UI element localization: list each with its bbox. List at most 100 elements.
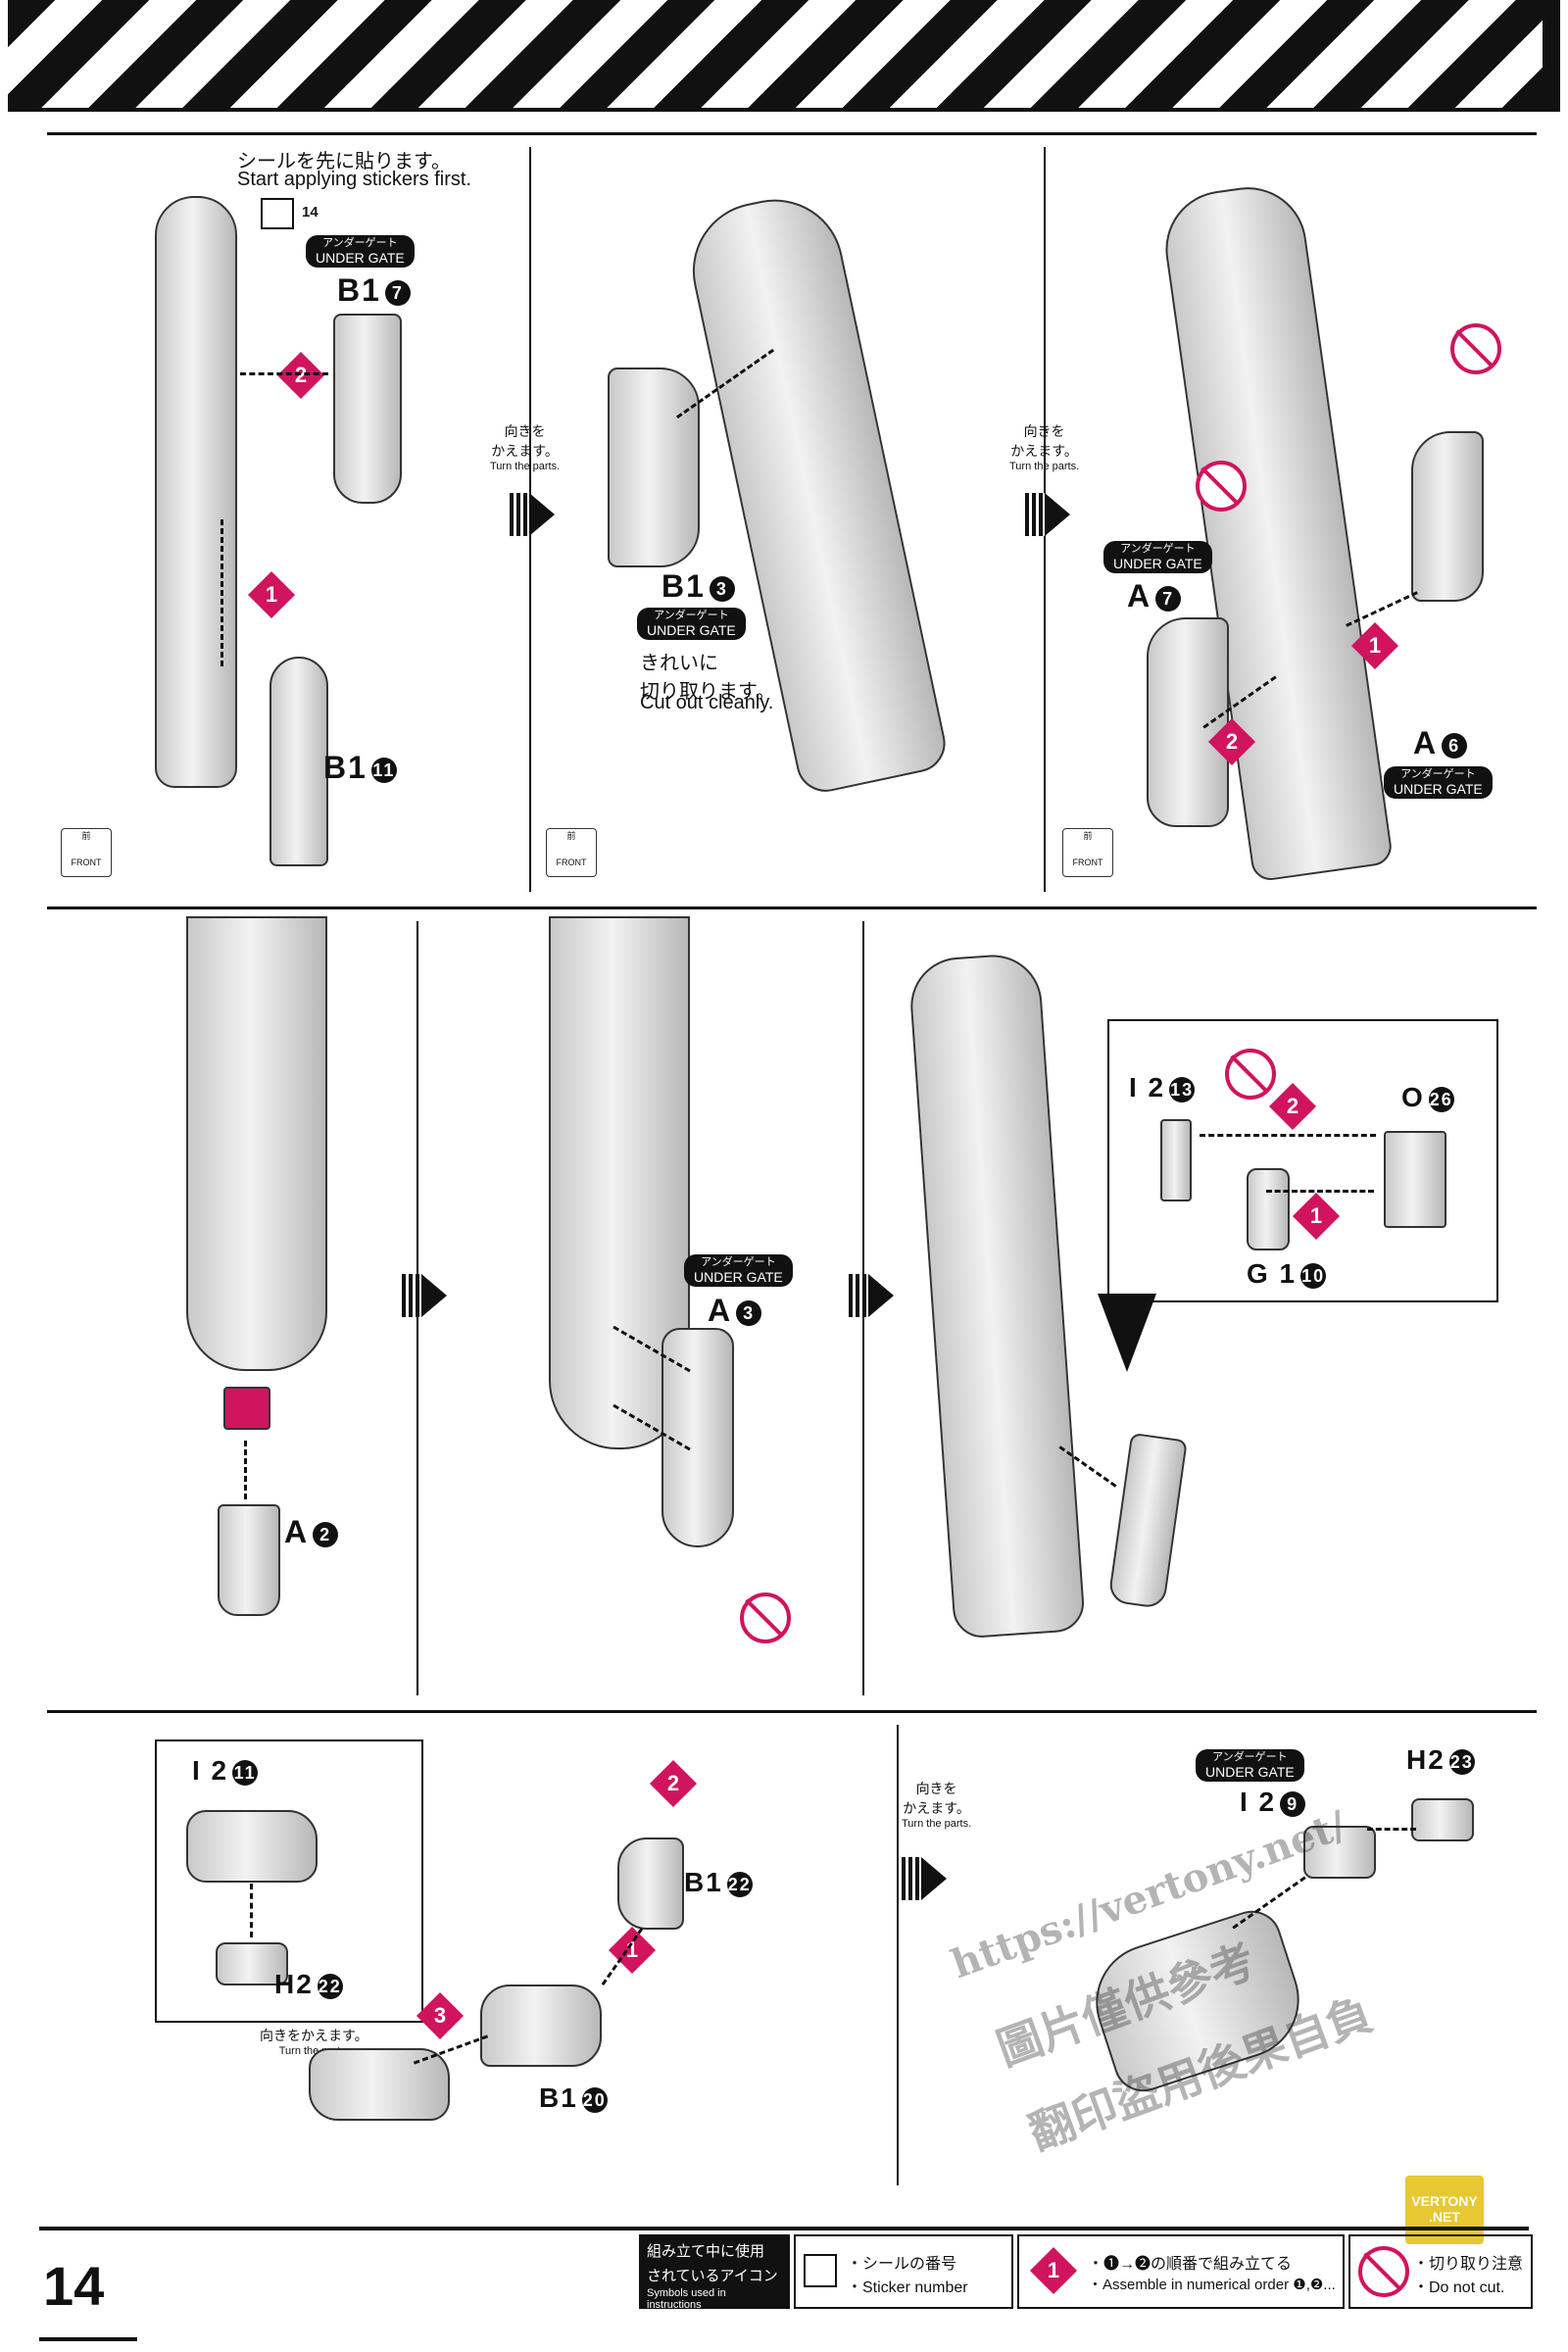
assembly-arrow (244, 1441, 250, 1499)
do-not-cut-icon (1196, 461, 1247, 512)
instruction-jp: シールを先に貼ります。 (237, 151, 451, 172)
turn-parts-note: 向きを かえます。 Turn the parts. (490, 423, 561, 472)
do-not-cut-icon (1358, 2246, 1409, 2297)
legend-sticker-en: ・Sticker number (847, 2279, 968, 2296)
shin-armor-part (1107, 1432, 1188, 1610)
heel-part (1411, 1798, 1474, 1841)
panel-step-1: シールを先に貼ります。 Start applying stickers firs… (49, 137, 529, 892)
heel-block-part (1303, 1826, 1376, 1879)
step-marker-2: 2 (1207, 717, 1256, 766)
step-marker-3: 3 (416, 1991, 465, 2040)
page-number-underline (39, 2337, 137, 2341)
do-not-cut-icon (1450, 323, 1501, 374)
legend-title-box: 組み立て中に使用 されているアイコン Symbols used in instr… (639, 2234, 790, 2311)
next-step-arrow (849, 1274, 868, 1317)
step-marker-1: 1 (1292, 1192, 1341, 1241)
assembly-arrow (1200, 1134, 1376, 1137)
foot-toe-part (617, 1838, 684, 1930)
calf-cover-part (662, 1328, 734, 1547)
legend-order-jp: ・❶→❷の順番で組み立てる (1088, 2256, 1293, 2273)
row-divider-3 (47, 1710, 1537, 1713)
next-step-arrow-head (421, 1274, 447, 1317)
instruction-en: Start applying stickers first. (237, 169, 471, 190)
hazard-stripe-header (8, 0, 1560, 112)
next-step-arrow (1025, 493, 1045, 536)
small-part-o (1384, 1131, 1446, 1228)
assembly-arrow (1367, 1828, 1416, 1831)
legend-nocut-en: ・Do not cut. (1413, 2279, 1505, 2296)
watermark-badge: VERTONY .NET (1405, 2176, 1484, 2244)
leg-frame-part (906, 952, 1087, 1640)
callout-pointer (1098, 1294, 1156, 1372)
legend-nocut-jp: ・切り取り注意 (1413, 2256, 1524, 2273)
col-divider-r3 (897, 1725, 899, 2185)
ankle-part (218, 1504, 280, 1616)
do-not-cut-icon (740, 1592, 791, 1643)
foot-base-part (309, 2048, 450, 2121)
step-marker-2: 2 (1268, 1082, 1317, 1131)
turn-parts-note: 向きを かえます。 Turn the parts. (1009, 423, 1080, 472)
legend-order-en: ・Assemble in numerical order ❶,❷... (1088, 2277, 1336, 2293)
assembly-arrow (1266, 1190, 1374, 1193)
thigh-cover-part (608, 368, 700, 567)
next-step-arrow-head (1045, 493, 1070, 536)
next-step-arrow-head (529, 493, 555, 536)
turn-parts-note: 向きを かえます。 Turn the parts. (902, 1781, 972, 1830)
assembly-arrow (240, 372, 328, 375)
next-step-arrow (402, 1274, 421, 1317)
shin-cover-part (1147, 617, 1229, 827)
sticker-number: 14 (302, 204, 318, 220)
foot-upper-part (186, 1810, 318, 1883)
row-divider-2 (47, 906, 1537, 909)
leg-lower-panel (270, 657, 328, 866)
leg-frame-part (155, 196, 237, 788)
step-marker-example: 1 (1029, 2246, 1078, 2295)
small-part-g1 (1247, 1168, 1290, 1250)
cut-cleanly-en: Cut out cleanly. (640, 692, 774, 713)
do-not-cut-icon (1225, 1049, 1276, 1100)
next-step-arrow-head (868, 1274, 894, 1317)
small-part-i2 (1160, 1119, 1192, 1201)
next-step-arrow (510, 493, 529, 536)
legend-sticker-jp: ・シールの番号 (847, 2256, 957, 2273)
next-step-arrow-head (921, 1857, 947, 1900)
sticker-icon (261, 198, 294, 229)
leg-lower-part (186, 916, 327, 1371)
foot-joint-part (223, 1387, 270, 1430)
footer-rule (39, 2227, 1529, 2230)
row-divider-1 (47, 132, 1537, 135)
step-marker-1: 1 (247, 570, 296, 619)
step-marker-2: 2 (649, 1759, 698, 1808)
assembly-arrow (220, 519, 226, 666)
knee-cover-part (1411, 431, 1484, 602)
sticker-icon (804, 2254, 837, 2287)
legend-sticker-box: ・シールの番号 ・Sticker number (794, 2234, 1013, 2309)
